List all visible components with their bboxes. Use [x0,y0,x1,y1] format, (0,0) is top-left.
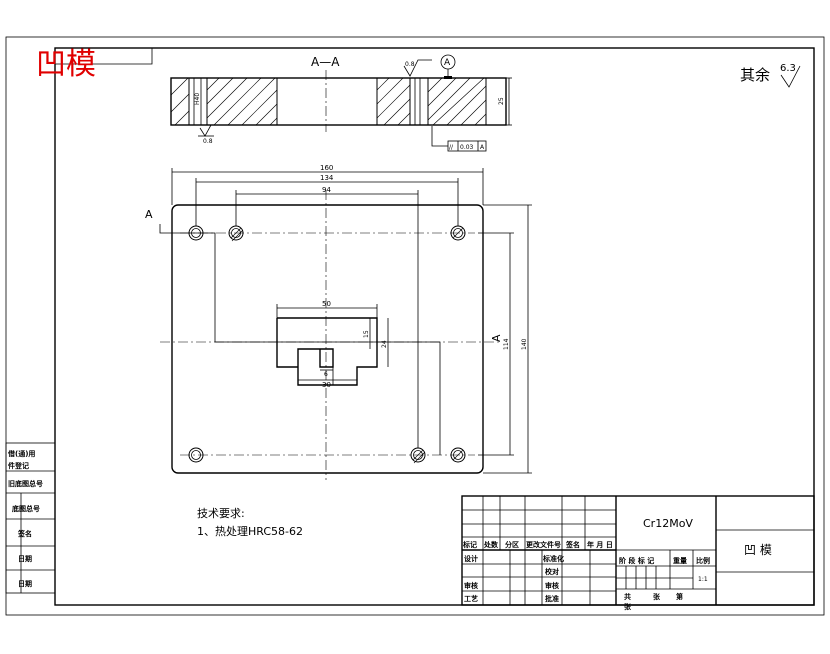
tb-h-mark: 标记 [462,540,477,549]
tolerance-frame: // 0.03 A [431,126,487,152]
dim-15: 15 [363,330,370,338]
margin-row4: 签名 [17,529,32,538]
tb-sheet-unit: 张 [624,602,632,611]
dim-25: 25 [498,97,505,105]
dim-140: 140 [521,338,528,350]
roughness-other: 其余 6.3 [740,63,801,88]
tb-sheets-total: 共 [624,592,631,601]
dim-24: 24 [381,340,388,348]
tb-r-audit: 审核 [545,581,559,590]
tb-r-process: 工艺 [464,594,478,603]
dim-94: 94 [322,186,331,194]
svg-text:0.8: 0.8 [203,138,213,145]
tech-req-title: 技术要求: [197,507,245,520]
tb-scale: 1:1 [698,576,708,583]
tb-sheet-no: 第 [676,592,683,601]
svg-text:0.8: 0.8 [405,61,415,68]
dim-30: 30 [322,381,331,389]
margin-row2: 旧底图总号 [8,479,43,488]
tb-r-std: 标准化 [542,554,564,563]
tb-r-review: 审核 [464,581,478,590]
tb-h-sign: 签名 [565,540,580,549]
code-box [55,47,153,65]
tb-h-docno: 更改文件号 [526,540,561,549]
tb-r-check: 校对 [545,567,559,576]
dim-114: 114 [503,338,510,350]
hole-br [450,447,466,463]
tech-req-item1: 1、热处理HRC58-62 [197,525,303,538]
tb-part-name: 凹 模 [744,543,772,557]
sheet-border [5,36,825,616]
tb-stage-label: 阶 段 标 记 [619,556,654,565]
tb-material: Cr12MoV [643,517,693,530]
hole-bl [188,447,204,463]
svg-text:0.03: 0.03 [460,144,474,151]
title-block [461,495,815,606]
datum-marker: A [440,54,456,79]
section-view [170,70,507,132]
svg-text:6.3: 6.3 [780,63,796,74]
roughness-symbol-top: 0.8 [403,59,432,77]
hole-br2 [410,447,426,464]
svg-text:A: A [444,58,451,68]
stamp-title: 凹模 [36,47,96,82]
cut-label-left: A [145,208,153,221]
dimensions [171,168,532,474]
tb-h-date: 年 月 日 [587,540,613,549]
cut-label-right: A [490,334,503,342]
drawing-frame [54,47,815,606]
tb-h-count: 处数 [483,540,499,549]
tb-r-approve: 批准 [545,594,559,603]
hole-tr [450,225,466,241]
tb-h-zone: 分区 [505,540,519,549]
tb-sheets-label: 张 [653,592,661,601]
margin-row3: 底图总号 [12,504,40,513]
svg-text:A: A [480,144,485,151]
dim-134: 134 [320,174,334,182]
dim-160: 160 [320,164,333,172]
roughness-symbol-side: 0.8 [198,124,214,145]
left-margin-table [5,442,56,594]
margin-row6: 日期 [18,579,32,588]
dim-h40: H40 [194,93,201,105]
margin-row5: 日期 [18,554,32,563]
section-label: A—A [311,55,340,69]
margin-row1a: 借(通)用 [7,449,35,458]
svg-text:其余: 其余 [740,66,770,84]
margin-row1b: 件登记 [8,461,29,470]
tb-scale-label: 比例 [696,556,710,565]
tb-weight-label: 重量 [673,556,687,565]
hole-tl2 [228,225,244,242]
dim-6: 6 [324,371,328,378]
tb-r-design: 设计 [464,554,478,563]
dim-50: 50 [322,300,331,308]
svg-text://: // [449,144,454,151]
plan-view [160,190,500,480]
